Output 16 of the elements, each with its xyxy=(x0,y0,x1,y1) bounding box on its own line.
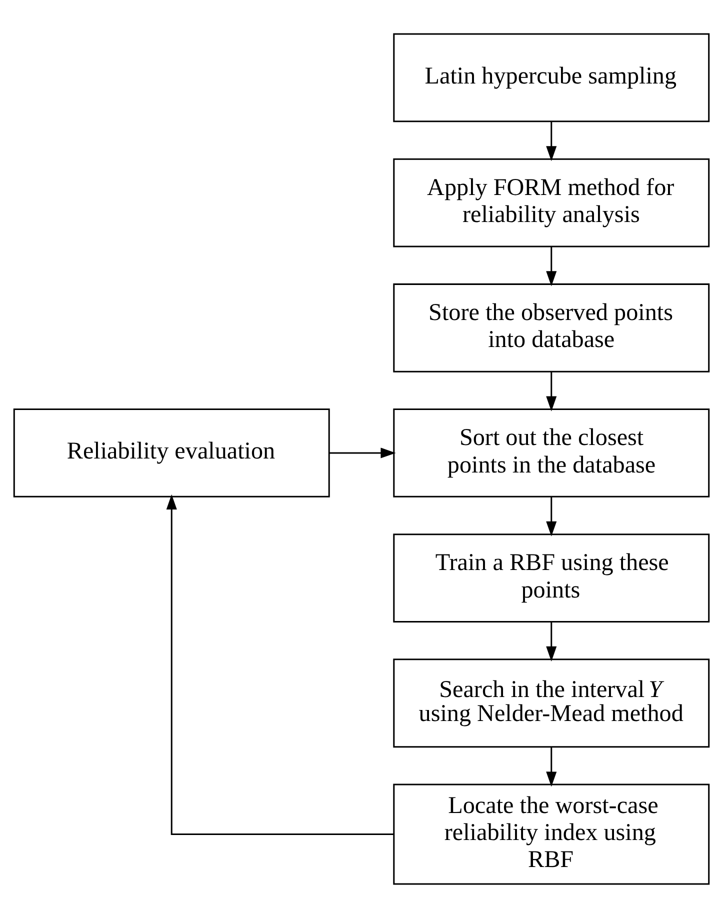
arrow xyxy=(166,494,394,834)
arrow xyxy=(546,120,557,161)
arrow xyxy=(546,621,557,661)
arrow xyxy=(546,246,557,286)
node-box: Reliability evaluation xyxy=(13,408,330,497)
node-box: Search in the interval Y using Nelder-Mead method xyxy=(393,658,710,748)
node-box: Train a RBF using these points xyxy=(393,533,710,622)
node-box: Sort out the closest points in the database xyxy=(393,408,710,497)
arrow xyxy=(546,496,557,536)
arrow xyxy=(546,747,557,786)
node-box: Store the observed points into database xyxy=(393,282,710,372)
node-box: Locate the worst-case reliability index using RBF xyxy=(393,783,710,884)
arrow xyxy=(329,447,396,458)
node-box: Latin hypercube sampling xyxy=(393,32,710,122)
arrow xyxy=(546,371,557,411)
node-box: Apply FORM method for reliability analysis xyxy=(393,158,710,247)
